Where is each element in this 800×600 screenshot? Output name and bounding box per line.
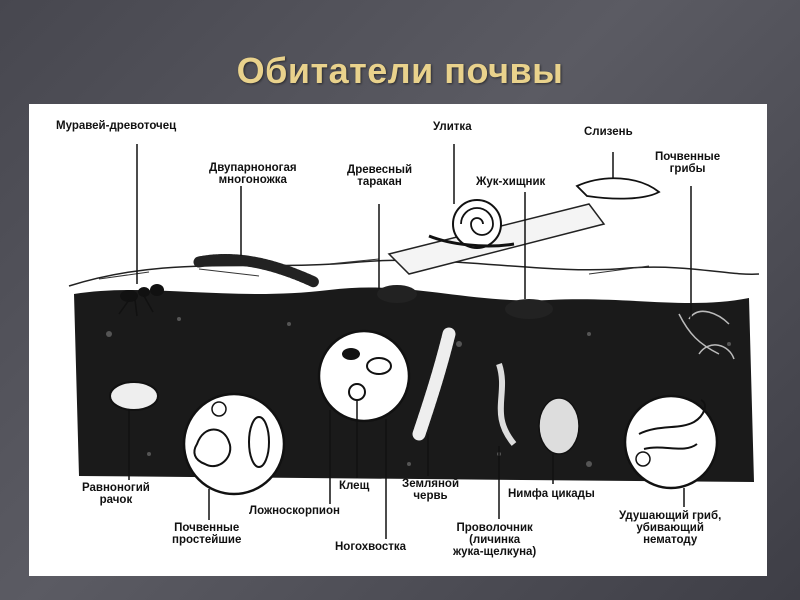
beetle-figure — [505, 299, 553, 319]
label-wireworm-line2: (личинка — [453, 534, 536, 546]
label-cockroach-line1: Древесный — [347, 164, 412, 176]
label-millipede-line1: Двупарноногая — [209, 162, 297, 174]
label-cockroach-line2: таракан — [347, 176, 412, 188]
label-fungi-line2: грибы — [655, 163, 720, 175]
cockroach-figure — [377, 285, 417, 303]
label-fungi-line1: Почвенные — [655, 151, 720, 163]
label-wireworm-line3: жука-щелкуна) — [453, 546, 536, 558]
label-earthworm-line2: червь — [402, 490, 459, 502]
cicada-nymph-figure — [539, 398, 579, 454]
label-protozoa: Почвенные простейшие — [172, 522, 241, 546]
label-pseudoscorpion: Ложноскорпион — [249, 505, 340, 517]
label-nematode-fungus: Удушающий гриб, убивающий нематоду — [619, 510, 721, 546]
slide-title: Обитатели почвы — [0, 50, 800, 92]
label-earthworm: Земляной червь — [402, 478, 459, 502]
label-isopod-line1: Равноногий — [82, 482, 150, 494]
isopod-figure — [110, 382, 158, 410]
label-nematode-fungus-line2: убивающий — [619, 522, 721, 534]
protozoa-inset — [184, 394, 284, 494]
label-earthworm-line1: Земляной — [402, 478, 459, 490]
label-mite: Клещ — [339, 480, 369, 492]
label-protozoa-line2: простейшие — [172, 534, 241, 546]
nematode-fungus-inset — [625, 396, 717, 488]
label-wireworm: Проволочник (личинка жука-щелкуна) — [453, 522, 536, 558]
label-ant: Муравей-древоточец — [56, 120, 176, 132]
label-cockroach: Древесный таракан — [347, 164, 412, 188]
label-isopod-line2: рачок — [82, 494, 150, 506]
label-springtail: Ногохвостка — [335, 541, 406, 553]
label-protozoa-line1: Почвенные — [172, 522, 241, 534]
label-isopod: Равноногий рачок — [82, 482, 150, 506]
microarthropods-inset — [319, 331, 409, 421]
label-snail: Улитка — [433, 121, 472, 133]
label-nematode-fungus-line1: Удушающий гриб, — [619, 510, 721, 522]
label-cicada: Нимфа цикады — [508, 488, 595, 500]
label-wireworm-line1: Проволочник — [453, 522, 536, 534]
label-millipede-line2: многоножка — [209, 174, 297, 186]
soil-inhabitants-diagram: Муравей-древоточец Двупарноногая многоно… — [29, 104, 767, 576]
label-nematode-fungus-line3: нематоду — [619, 534, 721, 546]
label-beetle: Жук-хищник — [476, 176, 545, 188]
slug-figure — [577, 178, 659, 198]
label-millipede: Двупарноногая многоножка — [209, 162, 297, 186]
label-slug: Слизень — [584, 126, 633, 138]
label-fungi: Почвенные грибы — [655, 151, 720, 175]
